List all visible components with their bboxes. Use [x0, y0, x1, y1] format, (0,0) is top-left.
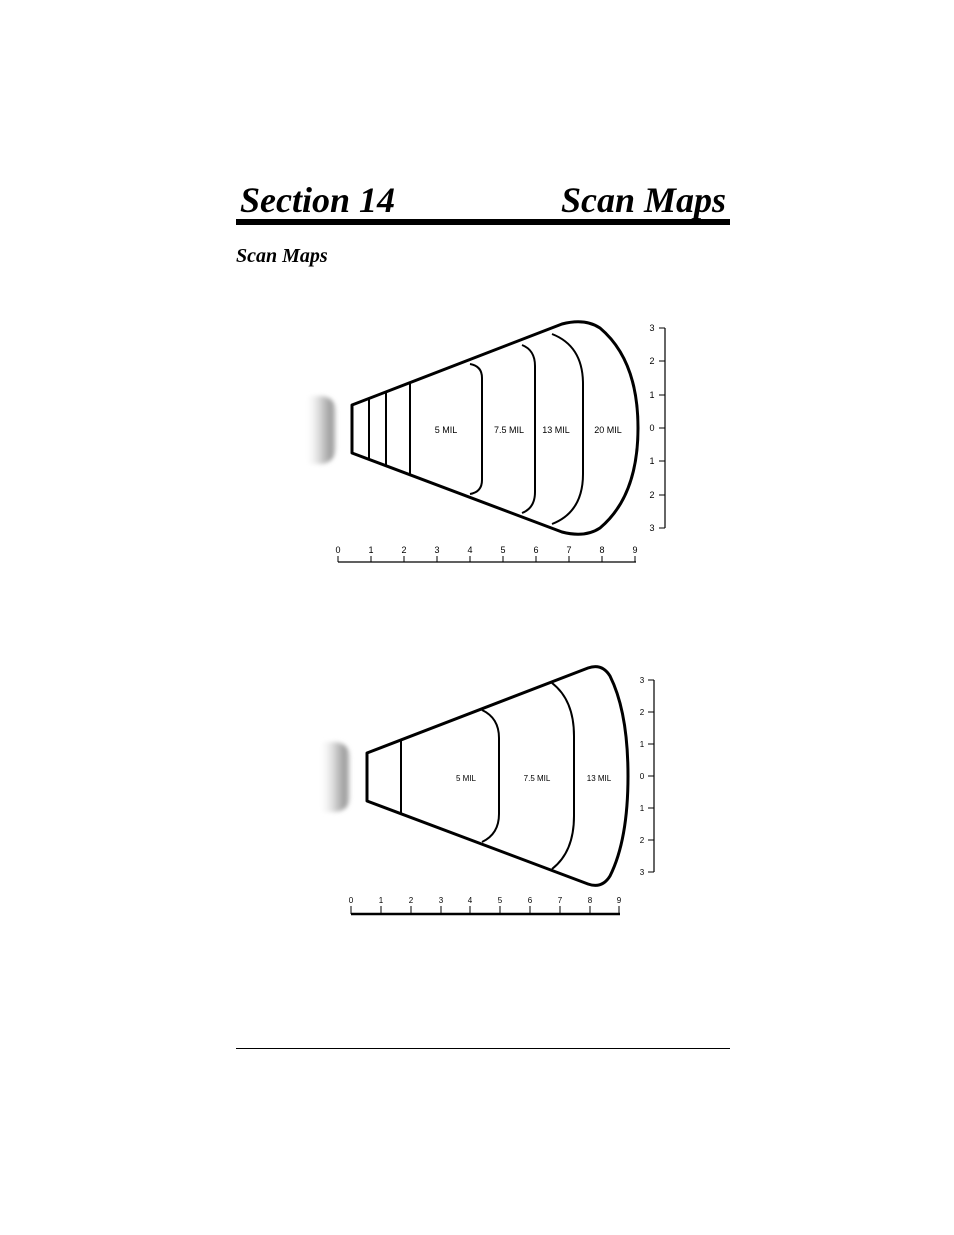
scan-map-2: 5 MIL 7.5 MIL 13 MIL 0 1 2 3 4 5 6 7 8 9	[320, 665, 655, 916]
y-tick-label: 0	[649, 423, 654, 433]
y-tick-label: 3	[649, 323, 654, 333]
x-tick-label: 9	[617, 896, 622, 905]
zone-label: 5 MIL	[435, 425, 458, 435]
x-tick-label: 5	[498, 896, 503, 905]
y-tick-label: 3	[640, 676, 645, 685]
x-axis: 0 1 2 3 4 5 6 7 8 9	[349, 896, 622, 916]
zone-label: 5 MIL	[456, 774, 477, 783]
x-tick-label: 3	[434, 545, 439, 555]
y-tick-label: 1	[640, 804, 645, 813]
x-tick-label: 6	[528, 896, 533, 905]
x-tick-label: 0	[335, 545, 340, 555]
zone-label: 7.5 MIL	[494, 425, 524, 435]
y-tick-label: 3	[640, 868, 645, 877]
scan-zone-boundary-5mil	[481, 709, 500, 843]
scan-zone-outline-20mil	[350, 320, 640, 536]
x-tick-label: 4	[467, 545, 472, 555]
scan-zone-boundary-7-5mil	[551, 682, 575, 870]
zone-label: 13 MIL	[542, 425, 570, 435]
x-tick-label: 9	[632, 545, 637, 555]
scanner-icon	[320, 742, 350, 812]
y-axis: 3 2 1 0 1 2 3	[649, 323, 666, 533]
y-tick-label: 0	[640, 772, 645, 781]
section-header: Section 14 Scan Maps	[236, 172, 730, 226]
zone-label: 20 MIL	[594, 425, 622, 435]
section-number: Section 14	[240, 180, 396, 220]
x-tick-label: 7	[566, 545, 571, 555]
scan-zone-boundary-13mil	[551, 333, 584, 525]
y-tick-label: 2	[649, 356, 654, 366]
x-tick-label: 6	[533, 545, 538, 555]
scan-map-1: 5 MIL 7.5 MIL 13 MIL 20 MIL 0 1 2 3 4 5 …	[306, 320, 666, 563]
x-tick-label: 2	[409, 896, 414, 905]
scan-zone-boundary-7-5mil	[521, 344, 536, 514]
x-axis: 0 1 2 3 4 5 6 7 8 9	[335, 545, 638, 563]
x-tick-label: 0	[349, 896, 354, 905]
footer-rule	[236, 1048, 730, 1049]
y-tick-label: 2	[640, 836, 645, 845]
scanner-icon	[306, 396, 336, 464]
zone-label: 7.5 MIL	[524, 774, 551, 783]
scan-zone-outline-13mil	[365, 665, 630, 887]
x-tick-label: 1	[368, 545, 373, 555]
y-tick-label: 1	[640, 740, 645, 749]
y-tick-label: 1	[649, 390, 654, 400]
x-tick-label: 4	[468, 896, 473, 905]
x-tick-label: 5	[500, 545, 505, 555]
scan-zone-boundary-5mil	[469, 363, 483, 495]
x-tick-label: 1	[379, 896, 384, 905]
page-subheading: Scan Maps	[236, 245, 328, 267]
y-tick-label: 2	[640, 708, 645, 717]
header-rule	[236, 219, 730, 225]
x-tick-label: 3	[439, 896, 444, 905]
y-tick-label: 1	[649, 456, 654, 466]
x-tick-label: 7	[558, 896, 563, 905]
x-tick-label: 2	[401, 545, 406, 555]
x-tick-label: 8	[599, 545, 604, 555]
section-title: Scan Maps	[560, 180, 726, 220]
y-tick-label: 3	[649, 523, 654, 533]
zone-label: 13 MIL	[587, 774, 612, 783]
x-tick-label: 8	[588, 896, 593, 905]
y-tick-label: 2	[649, 490, 654, 500]
y-axis: 3 2 1 0 1 2 3	[640, 676, 655, 877]
